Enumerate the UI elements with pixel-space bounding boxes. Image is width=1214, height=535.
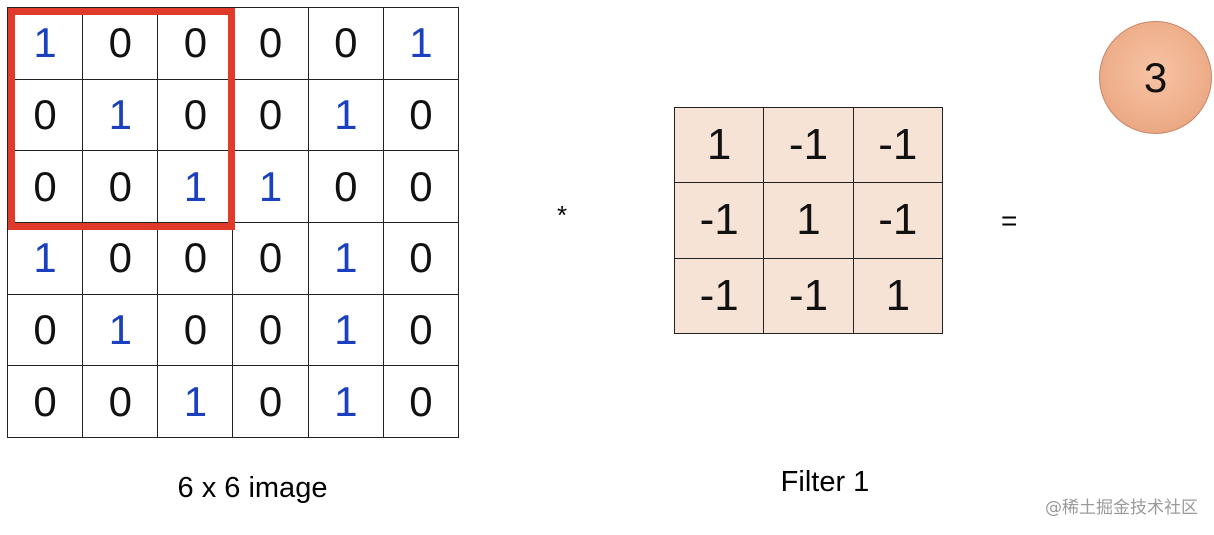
result-value: 3: [1099, 21, 1212, 134]
image-cell: 0: [233, 8, 309, 80]
image-cell: 0: [308, 151, 384, 223]
image-cell: 0: [158, 8, 234, 80]
image-cell: 0: [8, 294, 84, 367]
filter-cell: -1: [764, 258, 854, 334]
image-cell: 1: [308, 366, 384, 438]
image-cell: 1: [158, 151, 234, 223]
filter-cell: 1: [764, 183, 854, 259]
image-cell: 0: [233, 366, 309, 438]
image-cell: 0: [383, 366, 459, 438]
image-cell: 0: [233, 222, 309, 295]
image-cell: 0: [383, 294, 459, 367]
image-cell: 0: [83, 8, 159, 80]
image-cell: 0: [233, 294, 309, 367]
image-cell: 1: [308, 79, 384, 152]
image-cell: 1: [83, 79, 159, 152]
image-cell: 0: [83, 222, 159, 295]
image-cell: 1: [158, 366, 234, 438]
filter-cell: -1: [675, 258, 765, 334]
filter-cell: 1: [675, 108, 765, 184]
filter-cell: 1: [853, 258, 943, 334]
image-cell: 1: [308, 294, 384, 367]
image-cell: 1: [308, 222, 384, 295]
image-cell: 1: [383, 8, 459, 80]
image-cell: 1: [83, 294, 159, 367]
filter-cell: -1: [764, 108, 854, 184]
filter-caption: Filter 1: [780, 466, 870, 498]
convolution-operator: *: [557, 200, 568, 230]
image-cell: 0: [383, 151, 459, 223]
image-caption: 6 x 6 image: [177, 472, 328, 504]
image-cell: 0: [308, 8, 384, 80]
image-cell: 0: [8, 151, 84, 223]
image-cell: 0: [158, 222, 234, 295]
image-cell: 1: [233, 151, 309, 223]
filter-cell: -1: [853, 183, 943, 259]
filter-cell: -1: [853, 108, 943, 184]
filter-cell: -1: [675, 183, 765, 259]
image-cell: 0: [383, 222, 459, 295]
image-cell: 0: [233, 79, 309, 152]
image-cell: 0: [158, 79, 234, 152]
image-cell: 0: [83, 366, 159, 438]
image-cell: 0: [383, 79, 459, 152]
image-cell: 0: [8, 366, 84, 438]
image-cell: 0: [158, 294, 234, 367]
image-cell: 1: [8, 222, 84, 295]
equals-operator: =: [1001, 205, 1018, 236]
image-cell: 0: [8, 79, 84, 152]
watermark: @稀土掘金技术社区: [1045, 498, 1198, 518]
image-cell: 0: [83, 151, 159, 223]
image-cell: 1: [8, 8, 84, 80]
